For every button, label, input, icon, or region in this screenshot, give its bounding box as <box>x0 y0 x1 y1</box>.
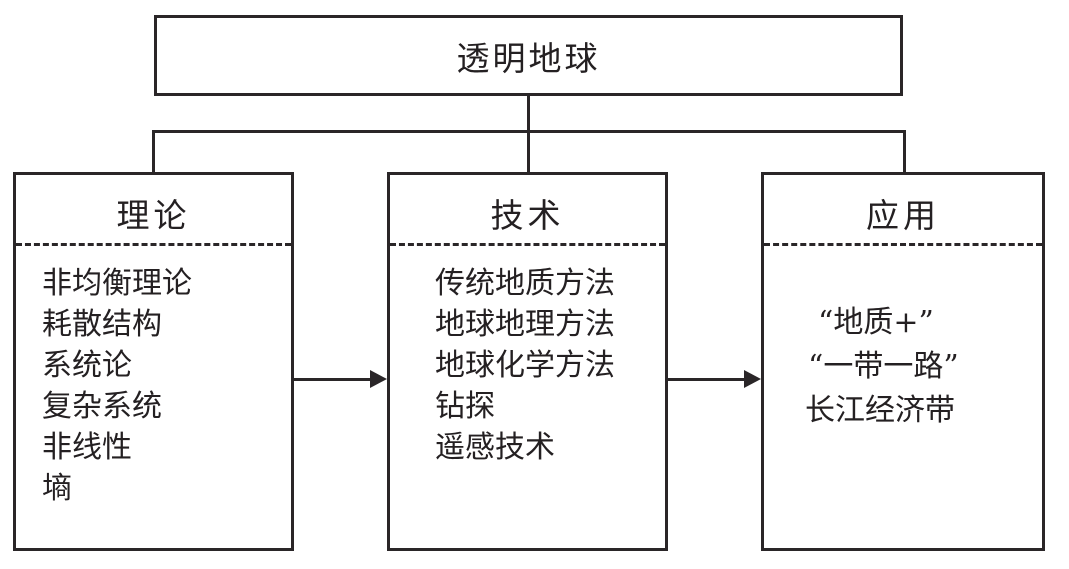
root-node-box: 透明地球 <box>154 15 903 96</box>
list-item: 墒 <box>42 471 72 506</box>
connector-root-stem <box>527 95 530 133</box>
list-item: “一带一路” <box>808 349 959 384</box>
connector-drop-technology <box>527 132 530 172</box>
node-title-application: 应用 <box>866 196 940 235</box>
connector-drop-theory <box>152 132 155 172</box>
list-item: 钻探 <box>435 389 495 424</box>
list-item: 系统论 <box>42 348 132 383</box>
node-box-theory: 理论 非均衡理论 耗散结构 系统论 复杂系统 非线性 墒 <box>13 172 294 551</box>
dashed-divider <box>764 243 1042 246</box>
node-box-technology: 技术 传统地质方法 地球地理方法 地球化学方法 钻探 遥感技术 <box>387 172 668 551</box>
list-item: 复杂系统 <box>42 389 162 424</box>
dashed-divider <box>390 243 665 246</box>
root-node-label: 透明地球 <box>456 38 601 78</box>
list-item: 传统地质方法 <box>435 266 615 301</box>
arrow-head-icon <box>744 370 761 388</box>
list-item: 耗散结构 <box>42 307 162 342</box>
list-item: 非线性 <box>42 430 132 465</box>
arrow-head-icon <box>370 370 387 388</box>
connector-drop-application <box>903 132 906 172</box>
node-box-application: 应用 “地质+” “一带一路” 长江经济带 <box>761 172 1045 551</box>
node-title-theory: 理论 <box>116 196 191 235</box>
arrow-theory-to-technology <box>294 368 387 390</box>
item-list-technology: 传统地质方法 地球地理方法 地球化学方法 钻探 遥感技术 <box>390 263 665 468</box>
item-list-theory: 非均衡理论 耗散结构 系统论 复杂系统 非线性 墒 <box>16 263 291 509</box>
arrow-line <box>668 378 747 381</box>
list-item: 地球地理方法 <box>435 307 615 342</box>
node-title-technology: 技术 <box>490 196 565 235</box>
list-item: 长江经济带 <box>805 393 955 428</box>
list-item: 非均衡理论 <box>42 266 192 301</box>
list-item: “地质+” <box>818 305 934 340</box>
list-item: 遥感技术 <box>435 430 555 465</box>
list-item: 地球化学方法 <box>435 348 615 383</box>
connector-bracket <box>152 130 906 133</box>
arrow-line <box>294 378 373 381</box>
arrow-technology-to-application <box>668 368 761 390</box>
dashed-divider <box>16 243 291 246</box>
item-list-application: “地质+” “一带一路” 长江经济带 <box>764 301 1042 433</box>
